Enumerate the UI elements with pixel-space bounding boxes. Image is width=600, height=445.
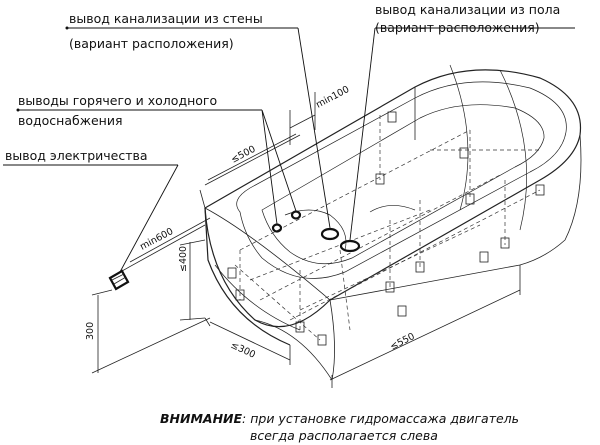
water-supply-label-line1: выводы горячего и холодного xyxy=(18,93,217,108)
attention-note-line2: всегда располагается слева xyxy=(250,428,438,443)
wall-drain-variant-label: (вариант расположения) xyxy=(69,36,234,51)
floor-drain-outlet xyxy=(339,239,361,253)
dim-550: ≤550 xyxy=(388,331,416,353)
floor-drain-label: вывод канализации из пола xyxy=(375,2,560,17)
support-frame xyxy=(234,115,541,341)
dimension-lines xyxy=(91,92,521,388)
attention-note-line1: ВНИМАНИЕ: при установке гидромассажа дви… xyxy=(160,411,519,426)
wall-drain-label: вывод канализации из стены xyxy=(69,11,263,26)
attention-word: ВНИМАНИЕ xyxy=(160,411,242,426)
dim-min600: min600 xyxy=(138,226,175,253)
leader-lines xyxy=(3,26,575,273)
legs xyxy=(227,111,545,346)
dim-500: ≤500 xyxy=(229,144,257,166)
dim-300-vertical: 300 xyxy=(85,322,96,340)
attention-text-1: : при установке гидромассажа двигатель xyxy=(242,411,519,426)
dim-300-horizontal: ≤300 xyxy=(229,340,257,361)
dim-400: ≤400 xyxy=(178,246,189,272)
dim-min100: min100 xyxy=(314,84,351,111)
electric-outlet xyxy=(108,269,130,291)
outlets xyxy=(108,210,361,291)
water-supply-label-line2: водоснабжения xyxy=(18,113,123,128)
wall-drain-outlet xyxy=(320,227,340,241)
water-outlet-cold xyxy=(290,210,302,220)
water-outlet-hot xyxy=(271,223,283,233)
electric-label: вывод электричества xyxy=(5,148,148,163)
floor-drain-variant-label: (вариант расположения) xyxy=(375,20,540,35)
bathtub-body xyxy=(204,64,582,381)
